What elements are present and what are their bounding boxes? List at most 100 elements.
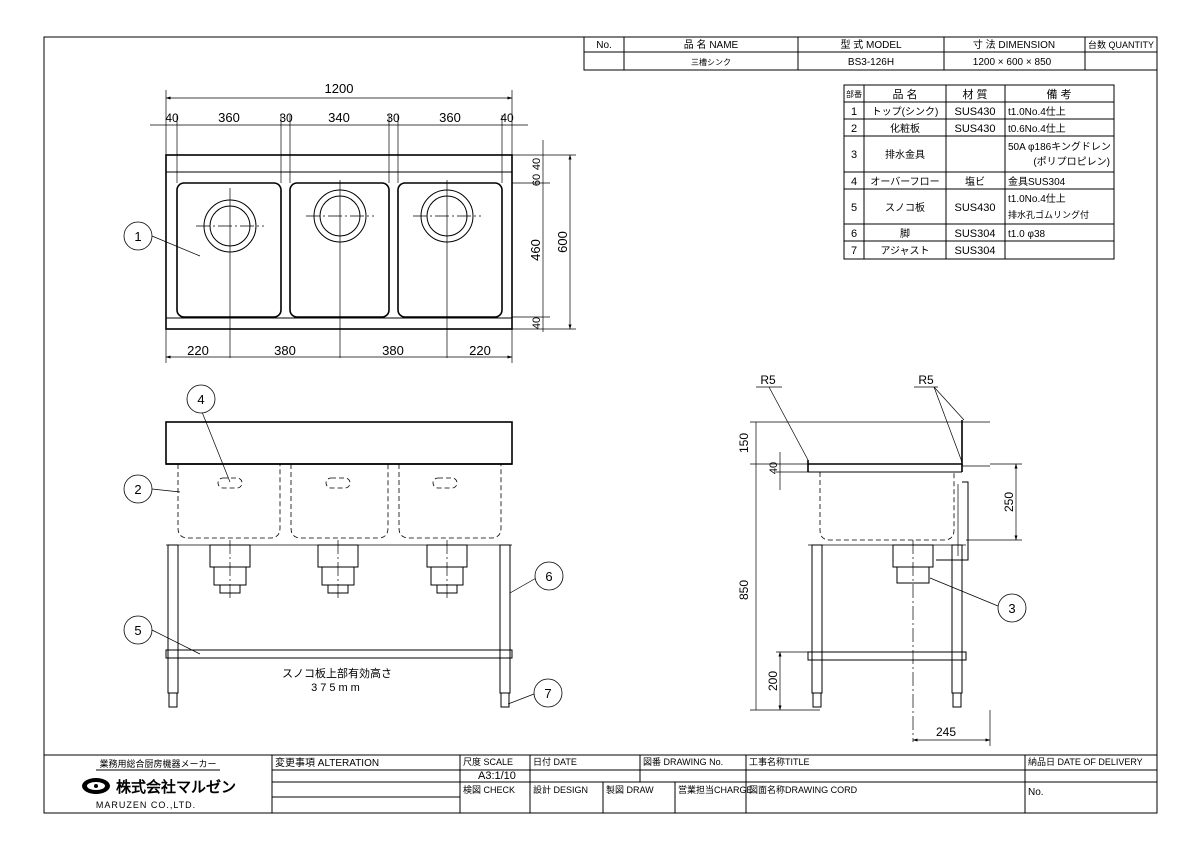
plan-view: 1200 40 360 30 340 30 360 40 220 380 380…: [150, 81, 576, 363]
parts-row-note-2: (ポリプロピレン): [1033, 156, 1110, 168]
title-block: No. 品 名 NAME 型 式 MODEL 寸 法 DIMENSION 台数 …: [583, 36, 1158, 71]
side-view: R5 R5 150 850 40 200 250 245: [737, 373, 1022, 746]
dim-right-inner: 40: [531, 158, 543, 170]
parts-header-note: 備 考: [1046, 88, 1071, 101]
dim-right-outer: 600: [555, 231, 570, 253]
footer-draw-label: 製図 DRAW: [606, 784, 654, 795]
parts-row-material: SUS304: [955, 245, 996, 257]
dim-top-segment: 360: [218, 110, 240, 125]
balloon-label: 5: [134, 623, 141, 638]
parts-row-name: トップ(シンク): [872, 106, 939, 118]
front-note-line2: 375mm: [311, 682, 363, 694]
footer-date-label: 日付 DATE: [533, 757, 577, 767]
dim-side-250: 250: [1002, 492, 1016, 512]
title-model-header: 型 式 MODEL: [840, 38, 902, 51]
parts-header-name: 品 名: [892, 87, 917, 101]
company-name-jp: 株式会社マルゼン: [116, 778, 236, 796]
parts-header-material: 材 質: [962, 87, 987, 101]
dim-radius-left: R5: [760, 373, 776, 387]
dim-side-200: 200: [766, 671, 780, 691]
dim-side-850: 850: [737, 580, 751, 600]
parts-row-note: t1.0No.4仕上: [1008, 105, 1066, 118]
title-dimension-value: 1200 × 600 × 850: [973, 57, 1052, 68]
balloon-label: 1: [134, 229, 141, 244]
footer-no-label: No.: [1028, 787, 1044, 798]
parts-header-no: 部番: [846, 89, 862, 99]
parts-row-no: 1: [851, 106, 857, 118]
dim-top-segment: 40: [500, 111, 514, 125]
company-name-en: MARUZEN CO.,LTD.: [96, 800, 196, 810]
title-quantity-header: 台数 QUANTITY: [1088, 39, 1154, 50]
front-bowl-hidden: [290, 464, 389, 539]
plan-drain: [196, 188, 264, 358]
balloon: 7: [533, 678, 563, 708]
parts-row-material: SUS304: [955, 228, 996, 240]
footer-charge-label: 営業担当CHARGE: [678, 784, 753, 795]
parts-row-note: 50A φ186キングドレン: [1008, 140, 1111, 153]
balloon: 5: [123, 615, 153, 645]
title-name-header: 品 名 NAME: [684, 38, 739, 51]
maker-caption: 業務用総合厨房機器メーカー: [99, 758, 216, 769]
balloon: 4: [186, 384, 216, 414]
balloon-label: 7: [544, 686, 551, 701]
plan-drain: [306, 180, 374, 358]
dim-top-segment: 340: [328, 110, 350, 125]
parts-row-note: t1.0No.4仕上: [1008, 192, 1066, 205]
footer-drawing-no-label: 図番 DRAWING No.: [643, 756, 723, 767]
parts-table: 部番 品 名 材 質 備 考 1 トップ(シンク) SUS430 t1.0No.…: [843, 84, 1115, 260]
dim-bottom-segment: 220: [187, 343, 209, 358]
maruzen-logo-icon: [82, 778, 110, 794]
parts-row-note: t1.0 φ38: [1008, 229, 1046, 240]
balloon-label: 4: [197, 392, 204, 407]
front-bowl-hidden: [177, 464, 281, 539]
balloon-label: 2: [134, 482, 141, 497]
plan-bowl: [397, 182, 503, 318]
parts-row-material: 塩ビ: [965, 175, 985, 188]
balloon: 2: [123, 474, 153, 504]
balloon: 6: [534, 561, 564, 591]
parts-row-no: 7: [851, 245, 857, 257]
dim-top-segment: 40: [165, 111, 179, 125]
dim-right-inner: 40: [531, 317, 543, 329]
title-name-value: 三槽シンク: [691, 57, 731, 67]
title-model-value: BS3-126H: [848, 57, 894, 68]
parts-row-no: 4: [851, 176, 857, 188]
parts-row-material: SUS430: [955, 106, 996, 118]
dim-bottom-segment: 380: [382, 343, 404, 358]
sheet-border: [43, 36, 1158, 814]
balloon-label: 6: [545, 569, 552, 584]
parts-row-no: 5: [851, 202, 857, 214]
parts-row-name: オーバーフロー: [870, 176, 939, 188]
dim-right-inner: 460: [528, 239, 543, 261]
footer-drawing-cord-label: 図面名称DRAWING CORD: [749, 784, 858, 795]
balloon: 3: [997, 593, 1027, 623]
dim-side-245: 245: [936, 725, 956, 739]
title-no-header: No.: [596, 40, 612, 51]
plan-bowl: [289, 182, 390, 318]
parts-row-name: アジャスト: [880, 246, 929, 257]
parts-row-material: SUS430: [955, 202, 996, 214]
title-dimension-header: 寸 法 DIMENSION: [973, 38, 1055, 51]
balloon: 1: [123, 221, 153, 251]
parts-row-name: 化粧板: [890, 122, 920, 135]
parts-row-note-2: 排水孔ゴムリング付: [1008, 209, 1089, 220]
parts-row-name: スノコ板: [885, 201, 925, 214]
footer-check-label: 検図 CHECK: [463, 784, 515, 795]
parts-row-no: 3: [851, 149, 857, 161]
dim-bottom-segment: 380: [274, 343, 296, 358]
balloon-label: 3: [1008, 601, 1015, 616]
footer-scale-label: 尺度 SCALE: [463, 756, 513, 767]
front-drain: [426, 540, 468, 600]
dim-bottom-segment: 220: [469, 343, 491, 358]
parts-row-note: t0.6No.4仕上: [1008, 122, 1066, 135]
parts-row-no: 6: [851, 228, 857, 240]
side-bowl-hidden: [819, 472, 955, 541]
dim-top-segment: 30: [279, 111, 293, 125]
dim-top-segment: 30: [386, 111, 400, 125]
footer-design-label: 設計 DESIGN: [533, 784, 588, 795]
parts-row-material: SUS430: [955, 123, 996, 135]
dim-top-segment: 360: [439, 110, 461, 125]
footer-delivery-label: 納品日 DATE OF DELIVERY: [1028, 756, 1143, 767]
footer-alteration-label: 変更事項 ALTERATION: [275, 756, 379, 769]
